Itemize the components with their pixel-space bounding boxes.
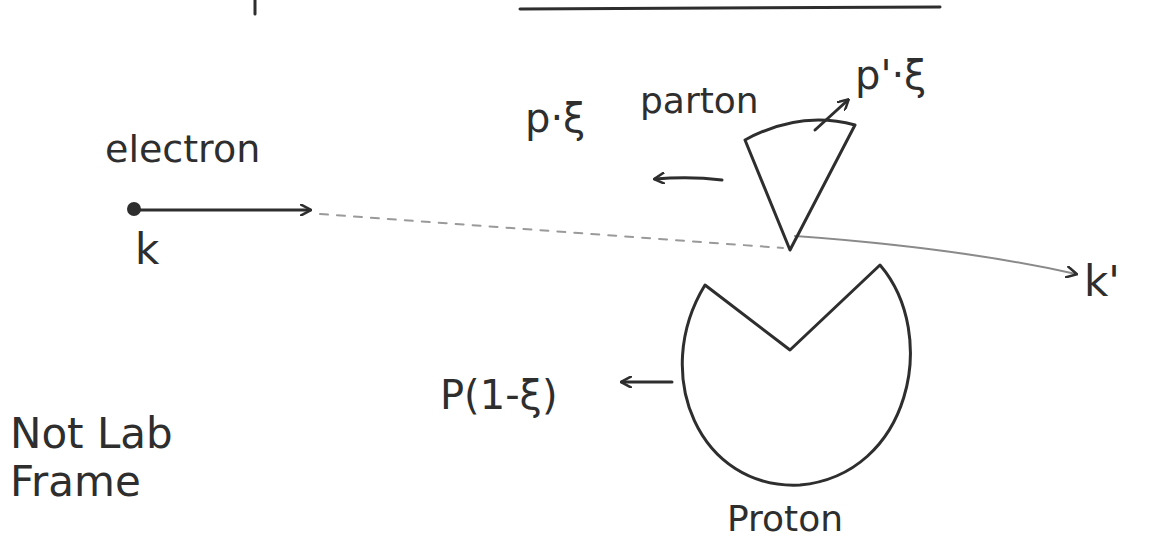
electron-dot [128, 203, 140, 215]
remnant-momentum-arrow [622, 381, 672, 384]
momentum-label: P(1-ξ) [440, 372, 558, 418]
proton-blob: Proton [640, 255, 930, 555]
photon-dashed-line [320, 214, 783, 248]
cropped-mark [254, 0, 257, 14]
electron-arrow [140, 209, 310, 212]
parton-cone: parton [730, 60, 870, 260]
cropped-underline [520, 7, 940, 9]
momentum-label: p'·ξ [855, 52, 926, 98]
momentum-label: k [135, 226, 159, 274]
node-label: parton [640, 80, 759, 121]
parton-momentum-arrow [655, 178, 722, 180]
scattered-electron-line [795, 236, 1076, 274]
particle-label: electron [105, 128, 260, 172]
momentum-label: p·ξ [525, 95, 585, 141]
frame-note: Not Lab Frame [10, 410, 230, 507]
node-label: Proton [727, 498, 843, 539]
outgoing-parton-arrow [815, 100, 848, 130]
momentum-label: k' [1084, 258, 1120, 306]
